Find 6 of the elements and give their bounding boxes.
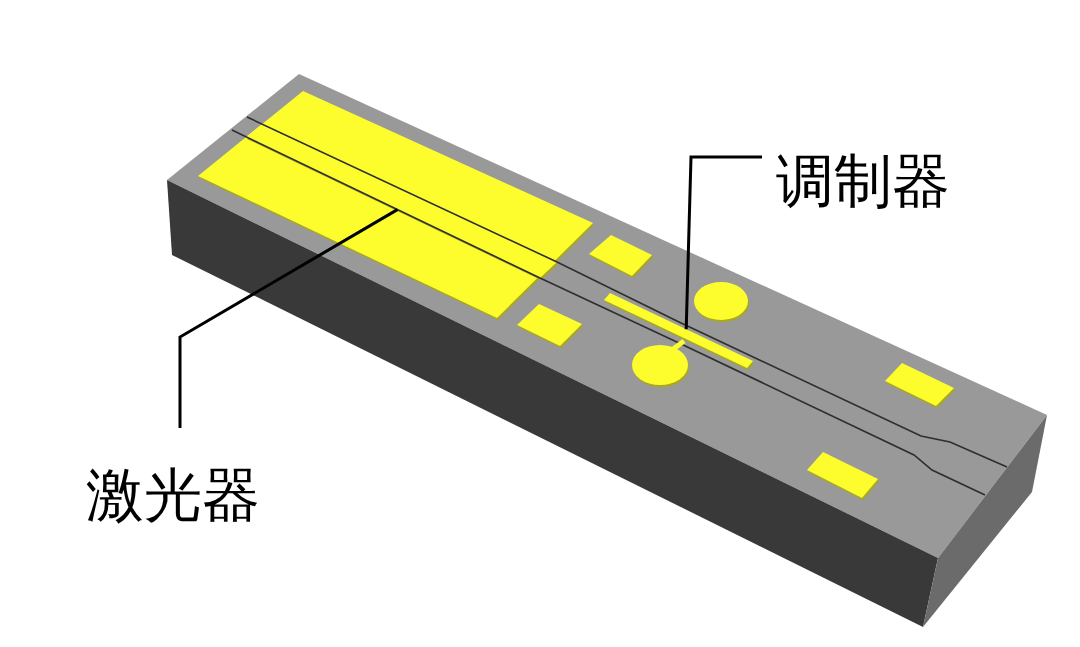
leader-line (178, 208, 399, 428)
modulator-strip (604, 293, 753, 368)
waveguide-ridge (246, 124, 557, 278)
leader-line (684, 155, 762, 330)
part-label: 调制器 (762, 152, 950, 210)
part-label: 激光器 (86, 428, 260, 524)
